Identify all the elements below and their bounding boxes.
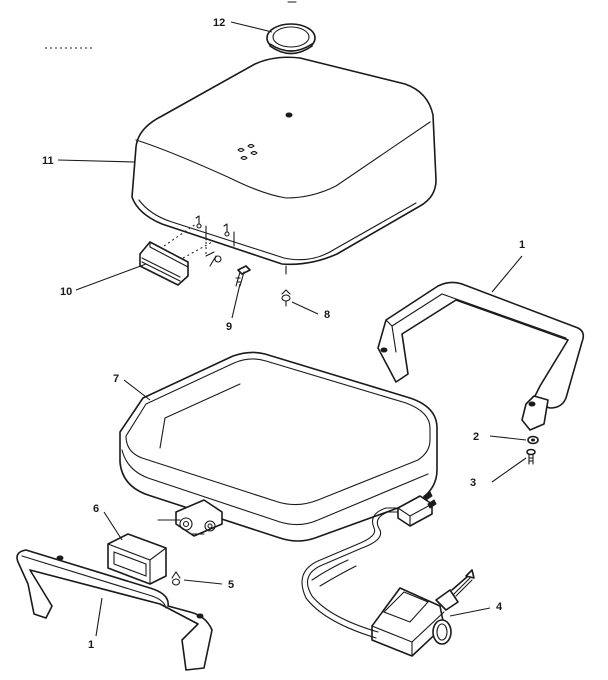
callout-2: 2	[473, 431, 479, 443]
leader-lines	[57, 21, 527, 637]
lid-knob	[266, 23, 316, 112]
lid	[131, 56, 437, 275]
handle-lower-left	[16, 549, 213, 671]
handle-upper-right	[377, 281, 585, 431]
callout-1-upper: 1	[519, 239, 525, 251]
terminal-cover	[107, 533, 167, 585]
callout-labels: 12 11 10 9 8 7 6 5 4 3 2 1 1	[42, 17, 525, 651]
screw-5	[171, 571, 181, 586]
probe-terminals	[157, 499, 223, 537]
lid-handle-screws	[195, 215, 235, 267]
screw-3	[526, 448, 536, 465]
washer-2	[527, 435, 539, 445]
callout-1-lower: 1	[88, 639, 94, 651]
callout-8: 8	[324, 309, 330, 321]
power-cord	[301, 507, 405, 639]
temperature-control-probe	[371, 569, 475, 657]
callout-11: 11	[42, 155, 54, 167]
vent-holes	[237, 143, 258, 161]
callout-4: 4	[496, 601, 503, 613]
callout-3: 3	[470, 477, 476, 489]
callout-5: 5	[228, 579, 234, 591]
callout-6: 6	[93, 503, 99, 515]
skillet-pan	[119, 351, 438, 542]
screw-9	[235, 265, 251, 287]
screw-8	[281, 289, 291, 307]
callout-10: 10	[60, 286, 72, 298]
callout-12: 12	[213, 17, 225, 29]
stray-marks	[45, 1, 297, 49]
power-plug	[397, 491, 437, 527]
callout-7: 7	[113, 373, 119, 385]
callout-9: 9	[226, 321, 232, 333]
